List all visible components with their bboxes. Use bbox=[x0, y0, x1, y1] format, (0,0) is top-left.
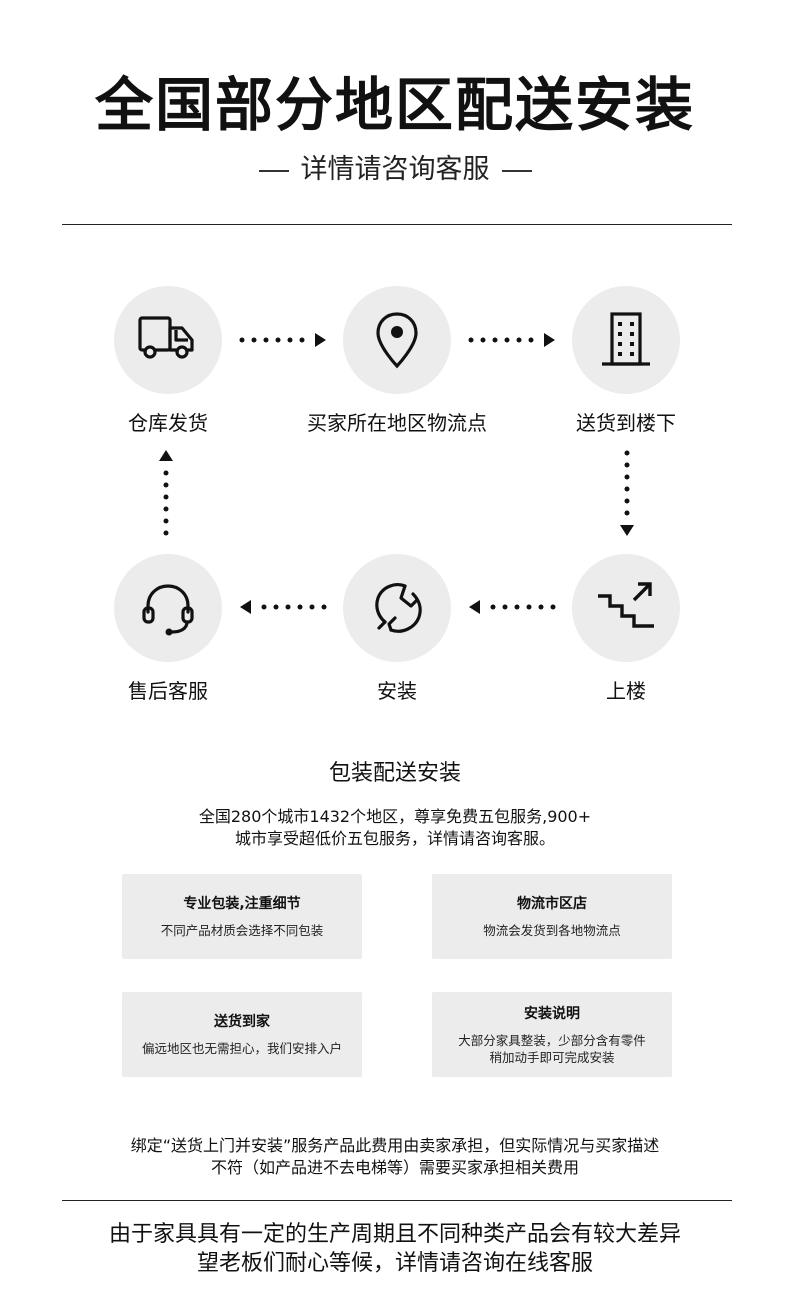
card-title: 送货到家 bbox=[214, 1014, 270, 1030]
section-description: 全国280个城市1432个地区，尊享免费五包服务,900+ 城市享受超低价五包服… bbox=[0, 806, 790, 850]
step-downstairs bbox=[572, 286, 680, 394]
card-install-notes: 安装说明 大部分家具整装，少部分含有零件 稍加动手即可完成安装 bbox=[432, 992, 672, 1077]
page-title: 全国部分地区配送安装 bbox=[94, 71, 695, 139]
step-label-upstairs: 上楼 bbox=[606, 679, 646, 703]
step-upstairs bbox=[572, 554, 680, 662]
card-title: 物流市区店 bbox=[517, 896, 587, 912]
card-home-delivery: 送货到家 偏远地区也无需担心，我们安排入户 bbox=[122, 992, 362, 1077]
headset-icon bbox=[142, 584, 194, 636]
subtitle-dash-right bbox=[501, 169, 532, 172]
footer-message: 由于家具具有一定的生产周期且不同种类产品会有较大差异 望老板们耐心等候，详情请咨… bbox=[0, 1220, 790, 1278]
fee-note: 绑定“送货上门并安装”服务产品此费用由卖家承担，但实际情况与买家描述 不符（如产… bbox=[0, 1135, 790, 1179]
step-after-sales bbox=[114, 554, 222, 662]
arrow-up bbox=[159, 450, 173, 536]
card-title: 专业包装,注重细节 bbox=[183, 896, 301, 912]
step-warehouse bbox=[114, 286, 222, 394]
step-label-install: 安装 bbox=[377, 679, 417, 703]
step-label-after-sales: 售后客服 bbox=[128, 679, 208, 703]
wrench-icon bbox=[375, 583, 422, 633]
step-label-downstairs: 送货到楼下 bbox=[576, 411, 676, 435]
arrow-right-1 bbox=[239, 333, 326, 347]
stairs-up-icon bbox=[598, 582, 654, 628]
location-pin-icon bbox=[376, 312, 418, 369]
bottom-divider bbox=[62, 1200, 732, 1201]
fee-note-line-1: 绑定“送货上门并安装”服务产品此费用由卖家承担，但实际情况与买家描述 bbox=[130, 1136, 660, 1155]
building-icon bbox=[602, 312, 650, 366]
card-desc-line-2: 稍加动手即可完成安装 bbox=[489, 1049, 615, 1065]
footer-line-1: 由于家具具有一定的生产周期且不同种类产品会有较大差异 bbox=[108, 1222, 681, 1247]
top-divider bbox=[62, 224, 732, 225]
subtitle-dash-left bbox=[258, 169, 289, 172]
subtitle-text: 详情请咨询客服 bbox=[300, 154, 490, 185]
arrow-right-2 bbox=[468, 333, 555, 347]
step-label-warehouse: 仓库发货 bbox=[128, 411, 208, 435]
step-install bbox=[343, 554, 451, 662]
card-packaging: 专业包装,注重细节 不同产品材质会选择不同包装 bbox=[122, 874, 362, 959]
section-desc-line-2: 城市享受超低价五包服务，详情请咨询客服。 bbox=[234, 829, 555, 848]
card-desc: 不同产品材质会选择不同包装 bbox=[160, 923, 324, 938]
section-title: 包装配送安装 bbox=[328, 761, 461, 786]
footer-line-2: 望老板们耐心等候，详情请咨询在线客服 bbox=[196, 1251, 593, 1276]
card-desc: 物流会发货到各地物流点 bbox=[483, 923, 621, 938]
card-desc-line-1: 大部分家具整装，少部分含有零件 bbox=[458, 1032, 646, 1048]
step-logistics-point bbox=[343, 286, 451, 394]
arrow-down bbox=[620, 450, 634, 536]
card-desc: 大部分家具整装，少部分含有零件 稍加动手即可完成安装 bbox=[458, 1032, 646, 1066]
page-subtitle: 详情请咨询客服 bbox=[0, 152, 790, 188]
arrow-left-1 bbox=[240, 600, 327, 614]
section-desc-line-1: 全国280个城市1432个地区，尊享免费五包服务,900+ bbox=[198, 807, 592, 826]
arrow-left-2 bbox=[469, 600, 556, 614]
card-title: 安装说明 bbox=[524, 1005, 580, 1022]
truck-icon bbox=[138, 316, 194, 359]
card-logistics: 物流市区店 物流会发货到各地物流点 bbox=[432, 874, 672, 959]
card-desc: 偏远地区也无需担心，我们安排入户 bbox=[141, 1041, 342, 1056]
fee-note-line-2: 不符（如产品进不去电梯等）需要买家承担相关费用 bbox=[210, 1158, 579, 1177]
step-label-logistics-point: 买家所在地区物流点 bbox=[307, 411, 487, 435]
